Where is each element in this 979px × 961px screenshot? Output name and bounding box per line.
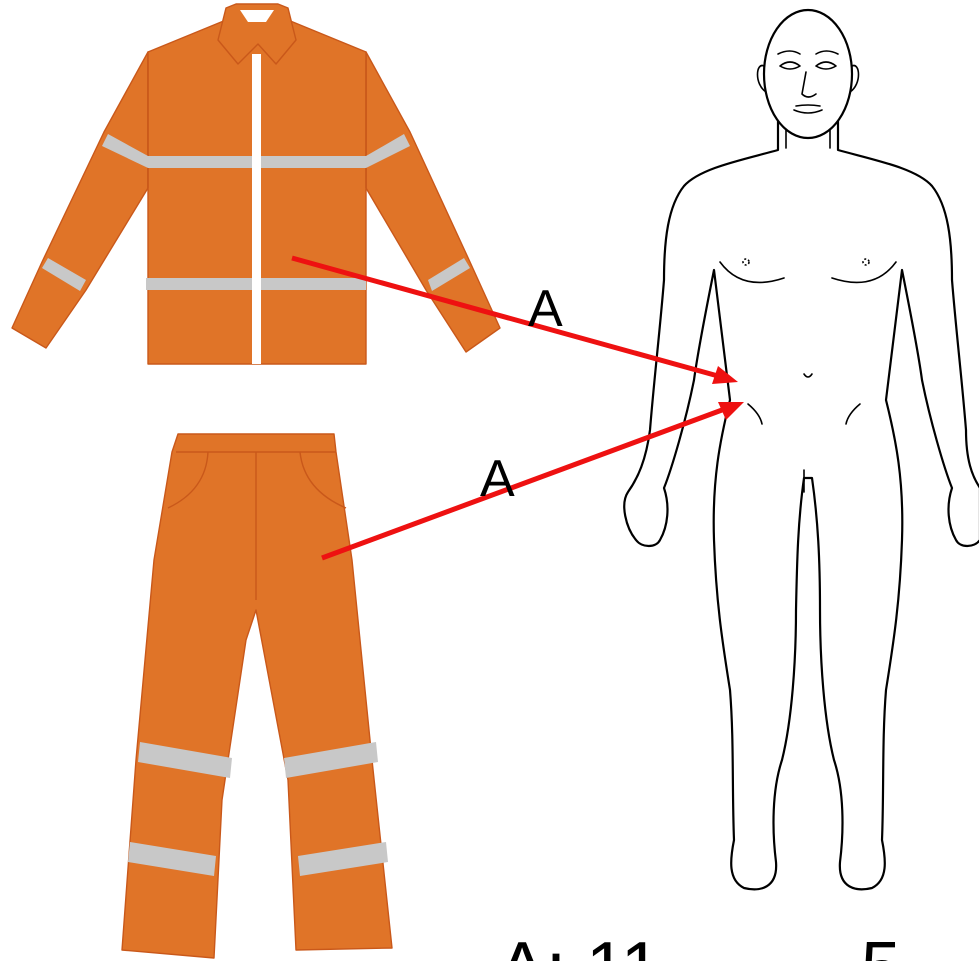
jacket-chest-band-right <box>261 156 366 168</box>
trousers-arrow <box>322 402 744 558</box>
jacket-arrow-label: A <box>528 280 563 338</box>
human-figure-outline <box>624 10 979 889</box>
jacket-hem-band-right <box>261 278 366 290</box>
jacket-right-sleeve <box>366 52 500 352</box>
jacket <box>12 4 500 364</box>
trousers-arrow-label: A <box>480 450 515 508</box>
figure-head <box>764 10 852 138</box>
jacket-zipper <box>252 54 261 364</box>
jacket-chest-band-left <box>148 156 252 168</box>
bottom-caption: A: 11 5 <box>498 928 901 961</box>
trousers-body <box>122 434 392 958</box>
trousers <box>122 434 392 958</box>
jacket-hem-band-left <box>146 278 252 290</box>
jacket-left-sleeve <box>12 52 148 348</box>
figure-body <box>624 120 979 889</box>
